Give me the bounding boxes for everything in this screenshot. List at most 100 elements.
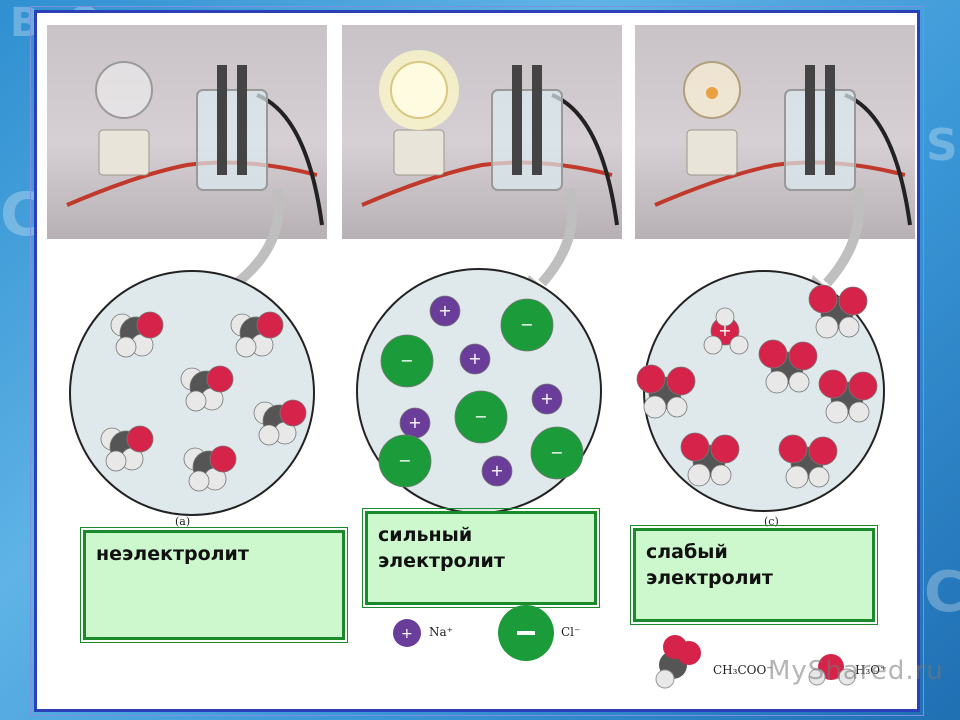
beaker xyxy=(196,89,268,191)
acetate-oxygen-icon xyxy=(663,635,687,659)
hydrogen-atom xyxy=(115,336,137,358)
hydrogen-atom xyxy=(788,371,810,393)
plus-sign: + xyxy=(468,349,481,368)
lamp-socket xyxy=(98,129,150,176)
light-bulb-bright-icon xyxy=(390,61,448,119)
hydronium-hydrogen-icon xyxy=(838,668,856,686)
panel-label-c: (c) xyxy=(764,515,779,528)
apparatus-b xyxy=(361,50,619,226)
molecule-views: + + + + + − − − − − + xyxy=(69,268,885,516)
zoom-arrow-a xyxy=(233,188,284,287)
slide-frame: + + + + + − − − − − + (a) (c) неэлектролит сильный… xyxy=(30,6,924,716)
hydrogen-atom xyxy=(729,335,749,355)
oxygen-atom xyxy=(778,434,808,464)
hydrogen-atom xyxy=(815,315,839,339)
apparatus-a xyxy=(66,61,324,226)
caption-weak-electrolyte: слабый электролит xyxy=(630,525,878,625)
plus-sign: + xyxy=(408,413,421,432)
beaker xyxy=(491,89,563,191)
minus-sign: − xyxy=(474,407,487,426)
chloride-ion xyxy=(454,390,508,444)
hydronium-hydrogen-icon xyxy=(808,668,826,686)
hydrogen-atom xyxy=(185,390,207,412)
oxygen-atom xyxy=(136,311,164,339)
oxygen-atom xyxy=(848,371,878,401)
minus-sign: − xyxy=(398,451,411,470)
hydrogen-atom xyxy=(105,450,127,472)
oxygen-atom xyxy=(666,366,696,396)
caption-text: неэлектролит xyxy=(96,543,249,565)
hydrogen-atom xyxy=(848,401,870,423)
light-bulb-off-icon xyxy=(95,61,153,119)
hydrogen-atom xyxy=(785,465,809,489)
zoom-arrow-c xyxy=(823,188,864,287)
hydrogen-atom xyxy=(715,307,735,327)
sodium-ion xyxy=(429,295,461,327)
caption-text: сильный электролит xyxy=(378,524,505,572)
black-wire xyxy=(551,93,619,226)
legend-acetate-label: CH₃COO⁻ xyxy=(713,663,773,677)
hydrogen-atom xyxy=(235,336,257,358)
sodium-ion xyxy=(459,343,491,375)
zoom-arrow-b xyxy=(538,187,578,287)
caption-strong-electrolyte: сильный электролит xyxy=(362,508,600,608)
chloride-ion xyxy=(530,426,584,480)
plus-sign: + xyxy=(401,626,413,642)
plus-sign: + xyxy=(718,321,731,340)
electrode xyxy=(512,65,522,175)
caption-text: слабый электролит xyxy=(646,541,773,589)
oxygen-atom xyxy=(126,425,154,453)
oxygen-atom xyxy=(808,436,838,466)
plus-sign: + xyxy=(490,461,503,480)
sodium-ion xyxy=(481,455,513,487)
electrode xyxy=(532,65,542,175)
background-formula: C xyxy=(924,560,960,625)
electrode xyxy=(217,65,227,175)
hydrogen-atom xyxy=(838,316,860,338)
legend-hydronium-label: H₃O⁺ xyxy=(855,663,887,677)
minus-sign: − xyxy=(400,351,413,370)
red-wire xyxy=(66,160,318,207)
bulb-filament xyxy=(706,87,718,99)
hydrogen-atom xyxy=(188,470,210,492)
black-wire xyxy=(256,93,324,226)
oxygen-atom xyxy=(256,311,284,339)
black-wire xyxy=(844,93,912,226)
oxygen-atom xyxy=(636,364,666,394)
photo-panel-b xyxy=(342,25,622,239)
plus-sign: + xyxy=(438,301,451,320)
plus-sign: + xyxy=(540,389,553,408)
hydrogen-atom xyxy=(808,466,830,488)
electrode xyxy=(237,65,247,175)
legend-icons: + xyxy=(393,605,856,689)
oxygen-atom xyxy=(680,432,710,462)
oxygen-atom xyxy=(838,286,868,316)
caption-nonelectrolyte: неэлектролит xyxy=(80,527,348,643)
chloride-ion xyxy=(378,434,432,488)
oxygen-atom xyxy=(206,365,234,393)
acetate-hydrogen-icon xyxy=(655,669,675,689)
minus-sign xyxy=(517,631,535,635)
hydrogen-atom xyxy=(703,335,723,355)
red-wire xyxy=(654,160,906,207)
hydrogen-atom xyxy=(666,396,688,418)
minus-sign: − xyxy=(550,443,563,462)
hydrogen-atom xyxy=(687,463,711,487)
sodium-ion-icon xyxy=(393,619,421,647)
background-formula: S xyxy=(926,120,958,171)
watermark-logo: MyShared.ru xyxy=(768,656,944,686)
chloride-ion xyxy=(500,298,554,352)
panel-label-a: (a) xyxy=(175,515,191,528)
chloride-ion xyxy=(380,334,434,388)
oxygen-atom xyxy=(710,434,740,464)
minus-sign: − xyxy=(520,315,533,334)
oxygen-atom xyxy=(758,339,788,369)
photo-panel-c xyxy=(635,25,915,239)
hydrogen-atom xyxy=(825,400,849,424)
oxygen-atom xyxy=(818,369,848,399)
beaker xyxy=(784,89,856,191)
oxygen-atom xyxy=(808,284,838,314)
sodium-ion xyxy=(531,383,563,415)
oxygen-atom xyxy=(788,341,818,371)
electrode xyxy=(825,65,835,175)
